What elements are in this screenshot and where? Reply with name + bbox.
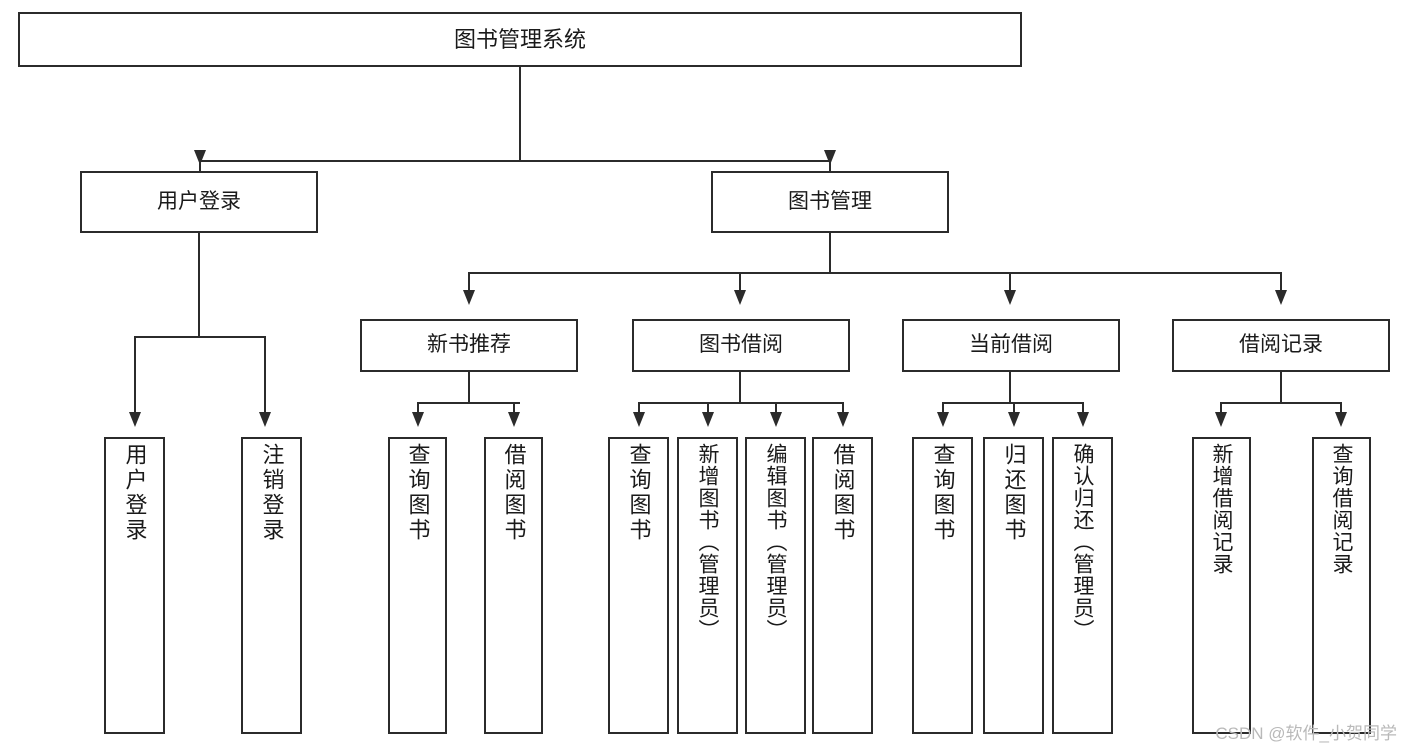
connector-drop-current-borrow-2	[1013, 402, 1015, 420]
node-label: 确认归还（管理员）	[1071, 443, 1094, 641]
node-user-login[interactable]: 用户登录	[80, 171, 318, 233]
connector-drop-book-management	[829, 160, 831, 180]
node-label: 查询图书	[930, 443, 956, 543]
node-label: 归还图书	[1001, 443, 1027, 543]
connector-new-book-stem	[468, 372, 470, 403]
connector-current-borrow-bus	[942, 402, 1083, 404]
node-borrow-record[interactable]: 借阅记录	[1172, 319, 1390, 372]
node-book-borrow[interactable]: 图书借阅	[632, 319, 850, 372]
arrow-down-icon	[129, 412, 141, 427]
leaf-borrow-record-query[interactable]: 查询借阅记录	[1312, 437, 1371, 734]
node-new-book-recommend[interactable]: 新书推荐	[360, 319, 578, 372]
leaf-book-borrow-query[interactable]: 查询图书	[608, 437, 669, 734]
connector-drop-current-borrow-3	[1082, 402, 1084, 420]
node-current-borrow[interactable]: 当前借阅	[902, 319, 1120, 372]
arrow-down-icon	[194, 150, 206, 165]
node-label: 借阅图书	[501, 443, 527, 543]
connector-user-login-stem	[198, 233, 200, 337]
connector-root-stem	[519, 67, 521, 161]
node-label: 当前借阅	[969, 333, 1053, 357]
node-label: 新书推荐	[427, 333, 511, 357]
connector-book-borrow-stem	[739, 372, 741, 403]
connector-user-login-bus	[134, 336, 264, 338]
node-label: 图书借阅	[699, 333, 783, 357]
connector-drop-new-book	[468, 272, 470, 298]
node-root-book-management-system[interactable]: 图书管理系统	[18, 12, 1022, 67]
connector-drop-user-login-2	[264, 336, 266, 420]
leaf-book-borrow-edit[interactable]: 编辑图书（管理员）	[745, 437, 806, 734]
leaf-current-borrow-return[interactable]: 归还图书	[983, 437, 1044, 734]
connector-drop-user-login	[199, 160, 201, 180]
node-label: 用户登录	[157, 189, 241, 213]
connector-drop-borrow-record-2	[1340, 402, 1342, 420]
arrow-down-icon	[1008, 412, 1020, 427]
connector-drop-current-borrow-1	[942, 402, 944, 420]
arrow-down-icon	[1004, 290, 1016, 305]
arrow-down-icon	[824, 150, 836, 165]
connector-drop-book-borrow-3	[775, 402, 777, 420]
connector-drop-book-borrow	[739, 272, 741, 298]
leaf-new-book-query[interactable]: 查询图书	[388, 437, 447, 734]
leaf-current-borrow-confirm-return[interactable]: 确认归还（管理员）	[1052, 437, 1113, 734]
connector-drop-borrow-record	[1280, 272, 1282, 298]
connector-level1-bus	[199, 160, 831, 162]
node-label: 查询借阅记录	[1330, 443, 1353, 575]
arrow-down-icon	[412, 412, 424, 427]
connector-drop-new-book-1	[417, 402, 419, 420]
node-label: 新增图书（管理员）	[696, 443, 719, 641]
connector-drop-new-book-2	[513, 402, 515, 420]
connector-new-book-bus	[417, 402, 520, 404]
arrow-down-icon	[633, 412, 645, 427]
connector-borrow-record-stem	[1280, 372, 1282, 403]
connector-book-borrow-bus	[638, 402, 843, 404]
arrow-down-icon	[1275, 290, 1287, 305]
leaf-user-login-login[interactable]: 用户登录	[104, 437, 165, 734]
arrow-down-icon	[463, 290, 475, 305]
connector-drop-current-borrow	[1009, 272, 1011, 298]
arrow-down-icon	[1215, 412, 1227, 427]
leaf-book-borrow-borrow[interactable]: 借阅图书	[812, 437, 873, 734]
arrow-down-icon	[734, 290, 746, 305]
connector-current-borrow-stem	[1009, 372, 1011, 403]
leaf-current-borrow-query[interactable]: 查询图书	[912, 437, 973, 734]
connector-drop-borrow-record-1	[1220, 402, 1222, 420]
node-label: 借阅图书	[830, 443, 856, 543]
connector-drop-book-borrow-2	[707, 402, 709, 420]
node-label: 新增借阅记录	[1210, 443, 1233, 575]
leaf-new-book-borrow[interactable]: 借阅图书	[484, 437, 543, 734]
connector-borrow-record-bus	[1220, 402, 1341, 404]
node-label: 编辑图书（管理员）	[764, 443, 787, 641]
node-label: 图书管理系统	[453, 26, 586, 52]
arrow-down-icon	[1077, 412, 1089, 427]
leaf-user-login-logout[interactable]: 注销登录	[241, 437, 302, 734]
arrow-down-icon	[837, 412, 849, 427]
node-label: 图书管理	[788, 189, 872, 213]
connector-book-management-stem	[829, 233, 831, 273]
connector-level2-bus	[468, 272, 1282, 274]
leaf-book-borrow-add[interactable]: 新增图书（管理员）	[677, 437, 738, 734]
node-label: 注销登录	[259, 443, 285, 543]
arrow-down-icon	[508, 412, 520, 427]
connector-drop-book-borrow-1	[638, 402, 640, 420]
node-label: 用户登录	[122, 443, 148, 543]
arrow-down-icon	[259, 412, 271, 427]
leaf-borrow-record-add[interactable]: 新增借阅记录	[1192, 437, 1251, 734]
connector-drop-book-borrow-4	[842, 402, 844, 420]
arrow-down-icon	[702, 412, 714, 427]
arrow-down-icon	[937, 412, 949, 427]
node-book-management[interactable]: 图书管理	[711, 171, 949, 233]
arrow-down-icon	[1335, 412, 1347, 427]
node-label: 借阅记录	[1239, 333, 1323, 357]
node-label: 查询图书	[626, 443, 652, 543]
connector-drop-user-login-1	[134, 336, 136, 420]
arrow-down-icon	[770, 412, 782, 427]
csdn-watermark: CSDN @软件_小贺同学	[1215, 724, 1397, 743]
node-label: 查询图书	[405, 443, 431, 543]
